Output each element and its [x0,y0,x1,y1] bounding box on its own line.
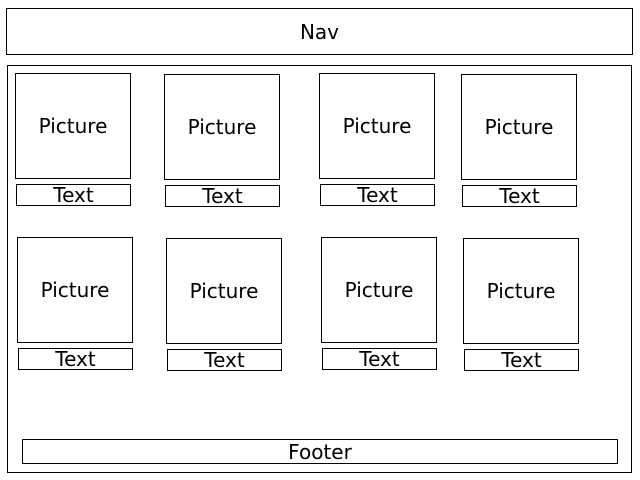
picture-label: Picture [486,279,556,303]
text-label: Text [357,183,398,207]
picture-placeholder: Picture [321,237,437,343]
grid-tile: Picture Text [321,237,437,371]
text-label: Text [204,348,245,372]
text-placeholder: Text [167,348,282,372]
picture-label: Picture [189,279,259,303]
nav-label: Nav [299,19,340,44]
picture-placeholder: Picture [461,74,577,180]
grid-tile: Picture Text [164,74,280,208]
text-placeholder: Text [322,347,437,371]
text-placeholder: Text [462,184,577,208]
picture-label: Picture [484,115,554,139]
grid-tile: Picture Text [17,237,133,371]
picture-label: Picture [187,115,257,139]
picture-placeholder: Picture [17,237,133,343]
text-label: Text [359,347,400,371]
text-label: Text [202,184,243,208]
grid-tile: Picture Text [15,73,131,207]
text-label: Text [55,347,96,371]
picture-placeholder: Picture [166,238,282,344]
footer-label: Footer [288,439,352,464]
grid-tile: Picture Text [461,74,577,208]
picture-placeholder: Picture [164,74,280,180]
text-label: Text [501,348,542,372]
text-placeholder: Text [18,347,133,371]
grid-tile: Picture Text [463,238,579,372]
text-label: Text [53,183,94,207]
nav-bar: Nav [6,8,633,55]
picture-placeholder: Picture [319,73,435,179]
text-placeholder: Text [464,348,579,372]
footer-bar: Footer [22,439,618,464]
grid-tile: Picture Text [319,73,435,207]
text-placeholder: Text [165,184,280,208]
picture-label: Picture [342,114,412,138]
picture-label: Picture [38,114,108,138]
picture-placeholder: Picture [463,238,579,344]
text-label: Text [499,184,540,208]
picture-label: Picture [40,278,110,302]
grid-tile: Picture Text [166,238,282,372]
text-placeholder: Text [16,183,131,207]
text-placeholder: Text [320,183,435,207]
picture-label: Picture [344,278,414,302]
picture-placeholder: Picture [15,73,131,179]
